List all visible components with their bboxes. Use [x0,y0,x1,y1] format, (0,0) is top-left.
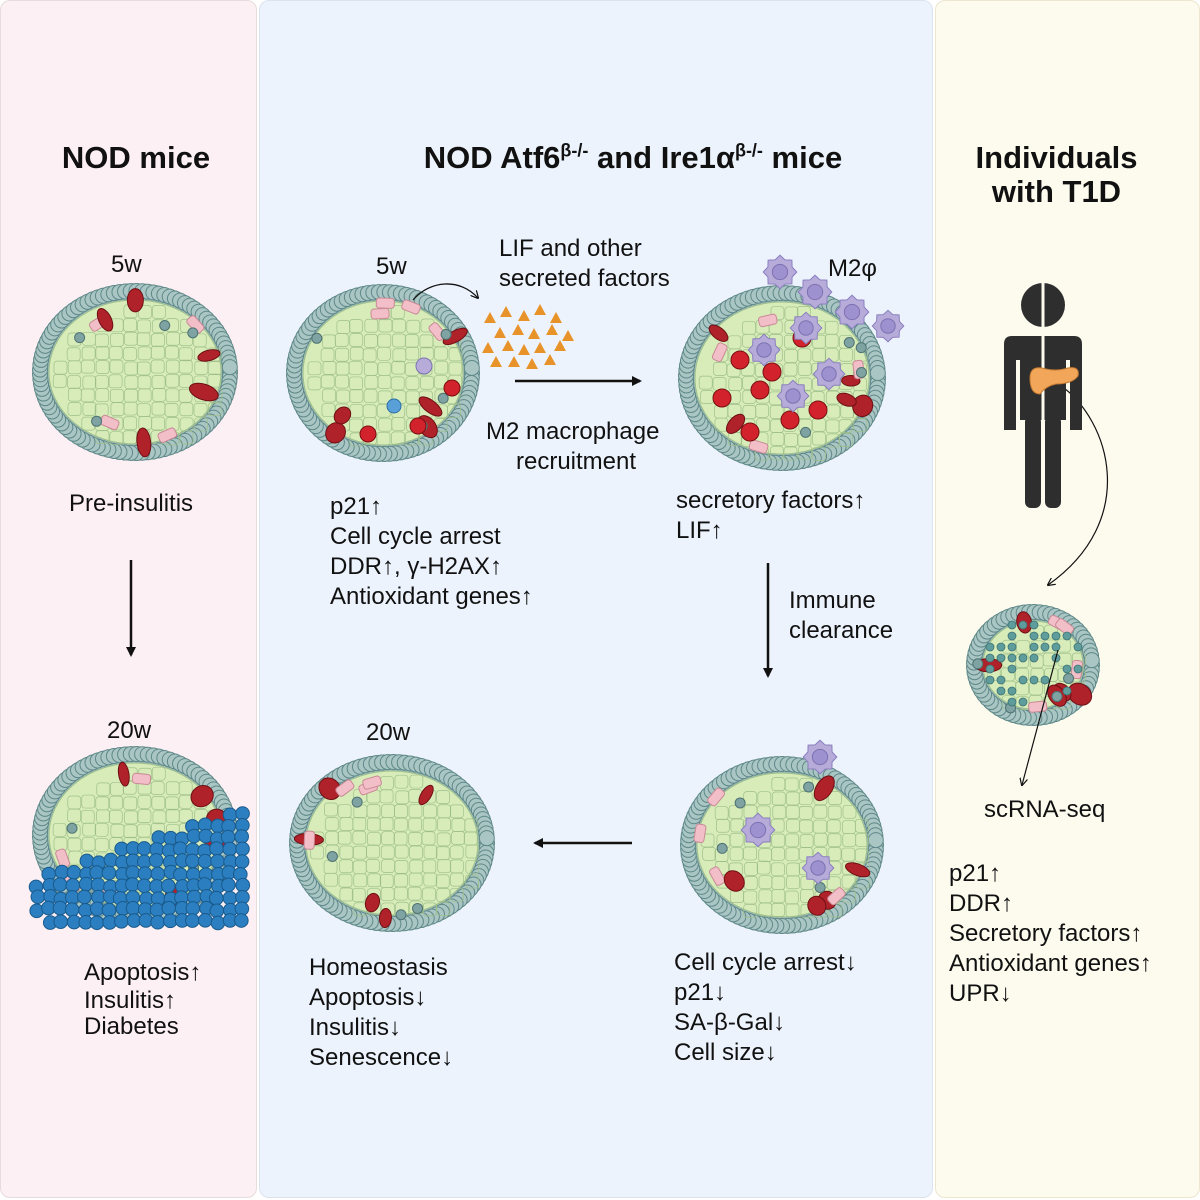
human-finding-item: p21↑ [949,860,1002,887]
label-immune-clearance: Immune clearance [789,586,893,646]
nod-outcome-item: Diabetes [84,1013,179,1040]
list-ko-late-outcomes: Homeostasis Apoptosis↓ Insulitis↓ Senesc… [309,953,453,1073]
ko-early-change-item: Antioxidant genes↑ [330,583,533,610]
panel-nod-mice [0,0,257,1198]
islet-ko-secretory [678,285,886,471]
macrophage-icon [776,379,810,413]
title-nod-mice: NOD mice [61,140,211,175]
title-knockout-prefix: NOD Atf6 [423,140,561,175]
macrophage-icon [802,739,838,775]
macrophage-icon [801,851,835,885]
ko-late-outcome-item: Senescence↓ [309,1044,454,1071]
secreted-label-line: secreted factors [499,265,670,292]
human-finding-item: UPR↓ [949,980,1012,1007]
islet-ko-5w [286,284,480,462]
secreted-factors-triangles [482,304,574,369]
senescent-cell [409,417,427,435]
label-secreted-factors: LIF and other secreted factors [499,234,670,294]
insulitis-immune-infiltrate [28,806,251,931]
label-macrophage-recruitment: M2 macrophage recruitment [486,417,659,477]
ko-cleared-change-item: Cell cycle arrest↓ [674,949,857,976]
ko-secretory-change-item: secretory factors↑ [676,487,866,514]
label-pre-insulitis: Pre-insulitis [69,490,194,517]
ko-cleared-change-item: p21↓ [674,979,727,1006]
senescent-cell [443,379,461,397]
macrophage-icon [762,254,798,290]
title-knockout-mice: NOD Atf6β-/- and Ire1αβ-/- mice [259,141,1007,175]
islet-ko-cleared [680,756,884,934]
list-ko-early-changes: p21↑ Cell cycle arrest DDR↑, γ-H2AX↑ Ant… [330,492,533,612]
title-knockout-sup-ire1: β-/- [734,140,763,161]
panel-knockout-mice [259,0,933,1198]
clearance-label-line: clearance [789,617,894,644]
nod-outcome-item: Apoptosis↑ [84,959,202,986]
arrow-islet-to-scrnaseq [1022,649,1059,785]
nod-outcome-item: Insulitis↑ [84,987,177,1014]
islet-nod-5w [32,283,238,461]
panel-t1d-individuals [935,0,1200,1198]
macrophage-icon [871,309,905,343]
list-nod-late-outcomes: Apoptosis↑ Insulitis↑ Diabetes [84,959,202,1040]
recruit-label-line: M2 macrophage [486,418,660,445]
ko-late-outcome-item: Homeostasis [309,954,448,981]
senescent-cell [359,425,377,443]
macrophage-icon [789,311,823,345]
ko-late-outcome-item: Insulitis↓ [309,1014,402,1041]
macrophage-icon [747,333,781,367]
ko-late-outcome-item: Apoptosis↓ [309,984,427,1011]
label-ko-5w: 5w [376,253,407,280]
macrophage-icon [812,357,846,391]
ko-early-change-item: Cell cycle arrest [330,523,501,550]
title-t1d-individuals: Individuals with T1D [935,141,1178,209]
list-human-findings: p21↑ DDR↑ Secretory factors↑ Antioxidant… [949,859,1152,1009]
title-knockout-suffix: mice [762,140,843,175]
list-ko-secretory-changes: secretory factors↑ LIF↑ [676,486,865,546]
label-ko-20w: 20w [366,719,411,746]
human-finding-item: Secretory factors↑ [949,920,1143,947]
human-finding-item: Antioxidant genes↑ [949,950,1152,977]
title-knockout-sup-atf6: β-/- [560,140,589,161]
macrophage-icon [415,357,433,375]
pancreas-icon [1029,367,1079,395]
human-islet-cells [985,620,1083,707]
label-m2-macrophage: M2φ [828,255,877,282]
arrow-secretion-curve [412,283,478,301]
human-silhouette-icon [1004,283,1082,508]
ko-secretory-change-item: LIF↑ [676,517,723,544]
clearance-label-line: Immune [789,587,876,614]
islet-ko-20w [289,754,495,932]
ko-cleared-change-item: Cell size↓ [674,1039,777,1066]
label-scrnaseq: scRNA-seq [984,796,1106,823]
recruit-label-line: recruitment [516,448,637,475]
list-ko-cleared-changes: Cell cycle arrest↓ p21↓ SA-β-Gal↓ Cell s… [674,948,857,1068]
title-t1d-line1: Individuals [975,140,1138,175]
ko-early-change-item: p21↑ [330,493,383,520]
label-nod-5w: 5w [111,251,142,278]
human-finding-item: DDR↑ [949,890,1013,917]
ko-cleared-change-item: SA-β-Gal↓ [674,1009,786,1036]
macrophage-icon [797,274,833,310]
immune-cell-icon [386,398,402,414]
title-knockout-mid: and Ire1α [588,140,735,175]
secreted-label-line: LIF and other [499,235,642,262]
label-nod-20w: 20w [107,717,152,744]
title-t1d-line2: with T1D [991,174,1122,209]
macrophage-icon [740,812,776,848]
macrophage-icon [834,294,870,330]
ko-early-change-item: DDR↑, γ-H2AX↑ [330,553,503,580]
